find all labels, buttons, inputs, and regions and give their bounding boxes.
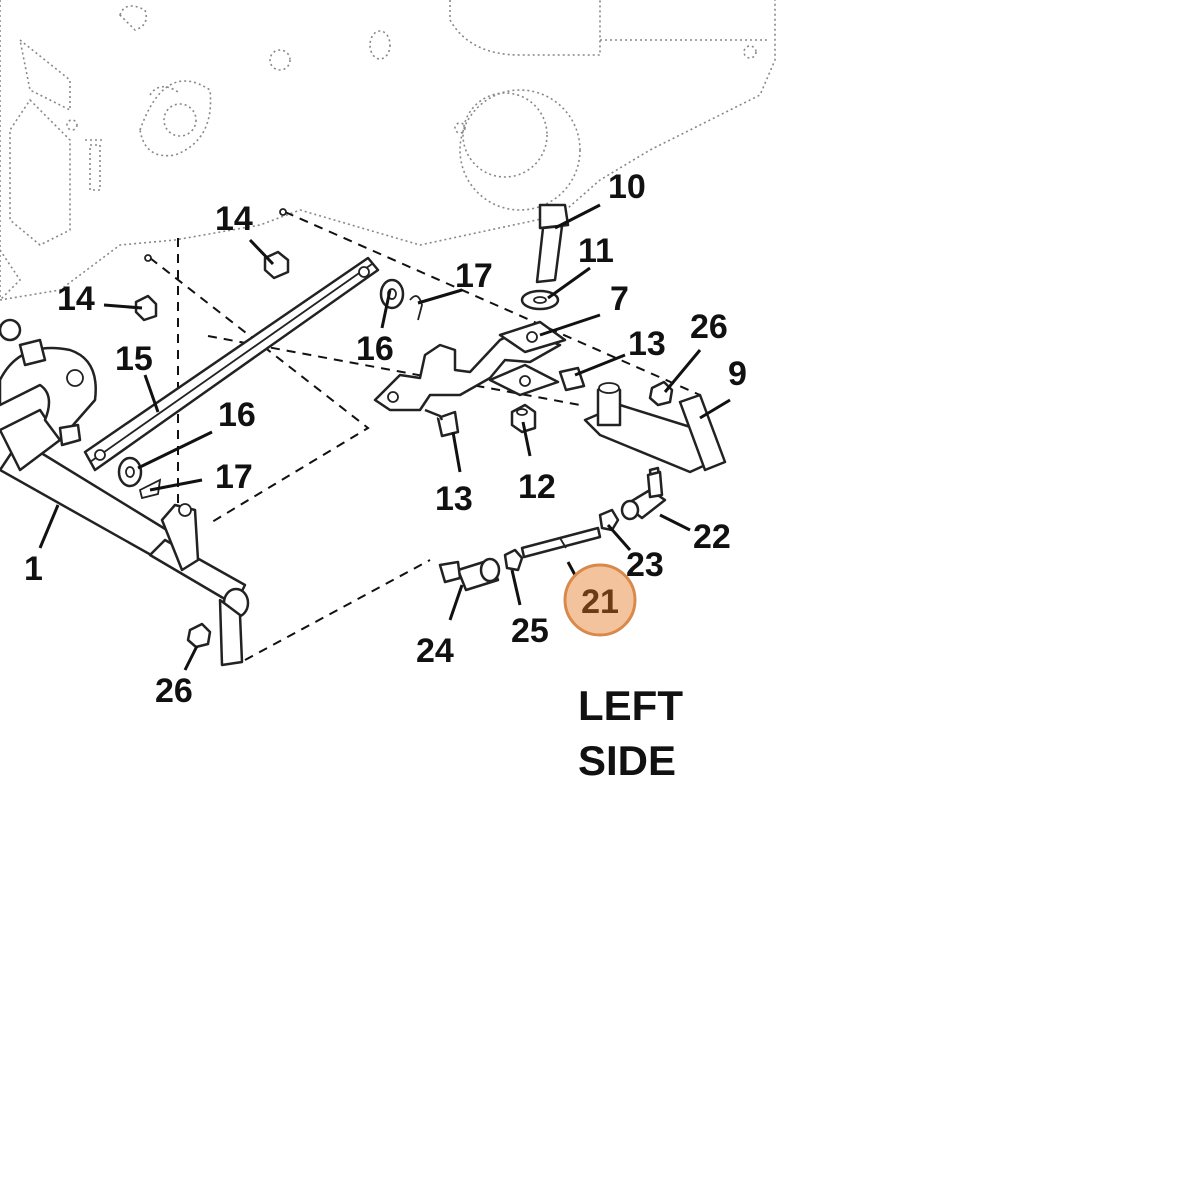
- callout-11: 11: [578, 232, 614, 270]
- part-7-bracket: [373, 320, 567, 412]
- part-9-pedal-plate: [583, 382, 727, 492]
- side-label: LEFT SIDE: [578, 682, 683, 784]
- part-25-nut: [503, 548, 524, 572]
- callout-26-upper: 26: [690, 308, 728, 346]
- part-16-washers: [117, 278, 405, 488]
- side-label-line-2: SIDE: [578, 737, 676, 784]
- callout-23: 23: [626, 546, 664, 584]
- part-1-rock-shaft: [0, 318, 250, 667]
- callout-12: 12: [518, 468, 556, 506]
- callout-26-lower: 26: [155, 672, 193, 710]
- leader-lines: [38, 203, 731, 671]
- callout-7: 7: [610, 280, 629, 318]
- callout-16-upper: 16: [356, 330, 394, 368]
- callout-17-upper: 17: [455, 257, 493, 295]
- callout-14-upper: 14: [215, 200, 253, 238]
- assembly-dashed-lines: [149, 211, 701, 661]
- callout-17-lower: 17: [215, 458, 253, 496]
- callout-labels: 10 11 7 13 26 9 17 16 14 14 15 16 17 1 1…: [24, 168, 747, 710]
- callout-21: 21: [581, 583, 619, 621]
- part-14-nuts: [134, 208, 290, 322]
- callout-22: 22: [693, 518, 731, 556]
- part-15-link-bar: [83, 256, 380, 472]
- part-24-rod-end: [438, 557, 501, 592]
- background-frame-outline: [0, 0, 776, 301]
- callout-16-lower: 16: [218, 396, 256, 434]
- part-26-nuts: [186, 380, 674, 649]
- side-label-line-1: LEFT: [578, 682, 683, 729]
- callout-25: 25: [511, 612, 549, 650]
- part-21-rod: [520, 526, 602, 559]
- callout-10: 10: [608, 168, 646, 206]
- callout-14-lower: 14: [57, 280, 95, 318]
- part-23-nut: [598, 508, 620, 532]
- callout-13-lower: 13: [435, 480, 473, 518]
- highlight-circle: [563, 563, 637, 637]
- part-10-bolt: [535, 203, 570, 284]
- callout-15: 15: [115, 340, 153, 378]
- callout-9: 9: [728, 355, 747, 393]
- highlight-callout-21: 21: [563, 563, 637, 637]
- callout-13-upper: 13: [628, 325, 666, 363]
- callout-24: 24: [416, 632, 454, 670]
- part-12-nut: [510, 403, 537, 434]
- callout-1: 1: [24, 550, 43, 588]
- part-22-rod-end: [620, 470, 667, 521]
